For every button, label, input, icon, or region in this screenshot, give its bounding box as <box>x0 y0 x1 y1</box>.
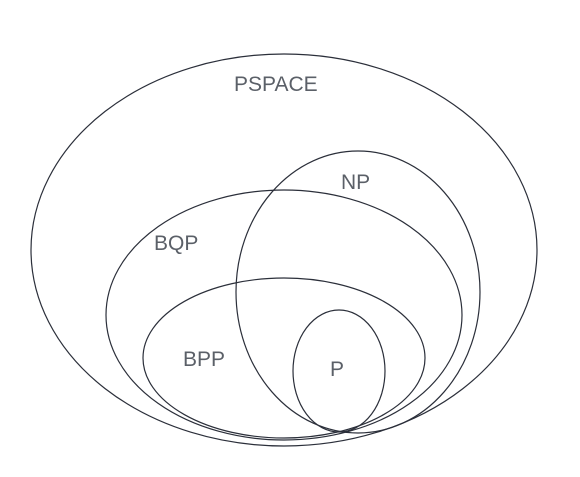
pspace-label: PSPACE <box>234 73 318 96</box>
bqp-ellipse <box>105 189 463 441</box>
p-ellipse <box>292 309 386 433</box>
bpp-ellipse <box>142 277 426 439</box>
np-ellipse <box>235 150 481 434</box>
bqp-label: BQP <box>154 232 198 255</box>
p-label: P <box>330 358 344 381</box>
pspace-ellipse <box>30 53 538 447</box>
bpp-label: BPP <box>183 348 225 371</box>
np-label: NP <box>341 171 370 194</box>
